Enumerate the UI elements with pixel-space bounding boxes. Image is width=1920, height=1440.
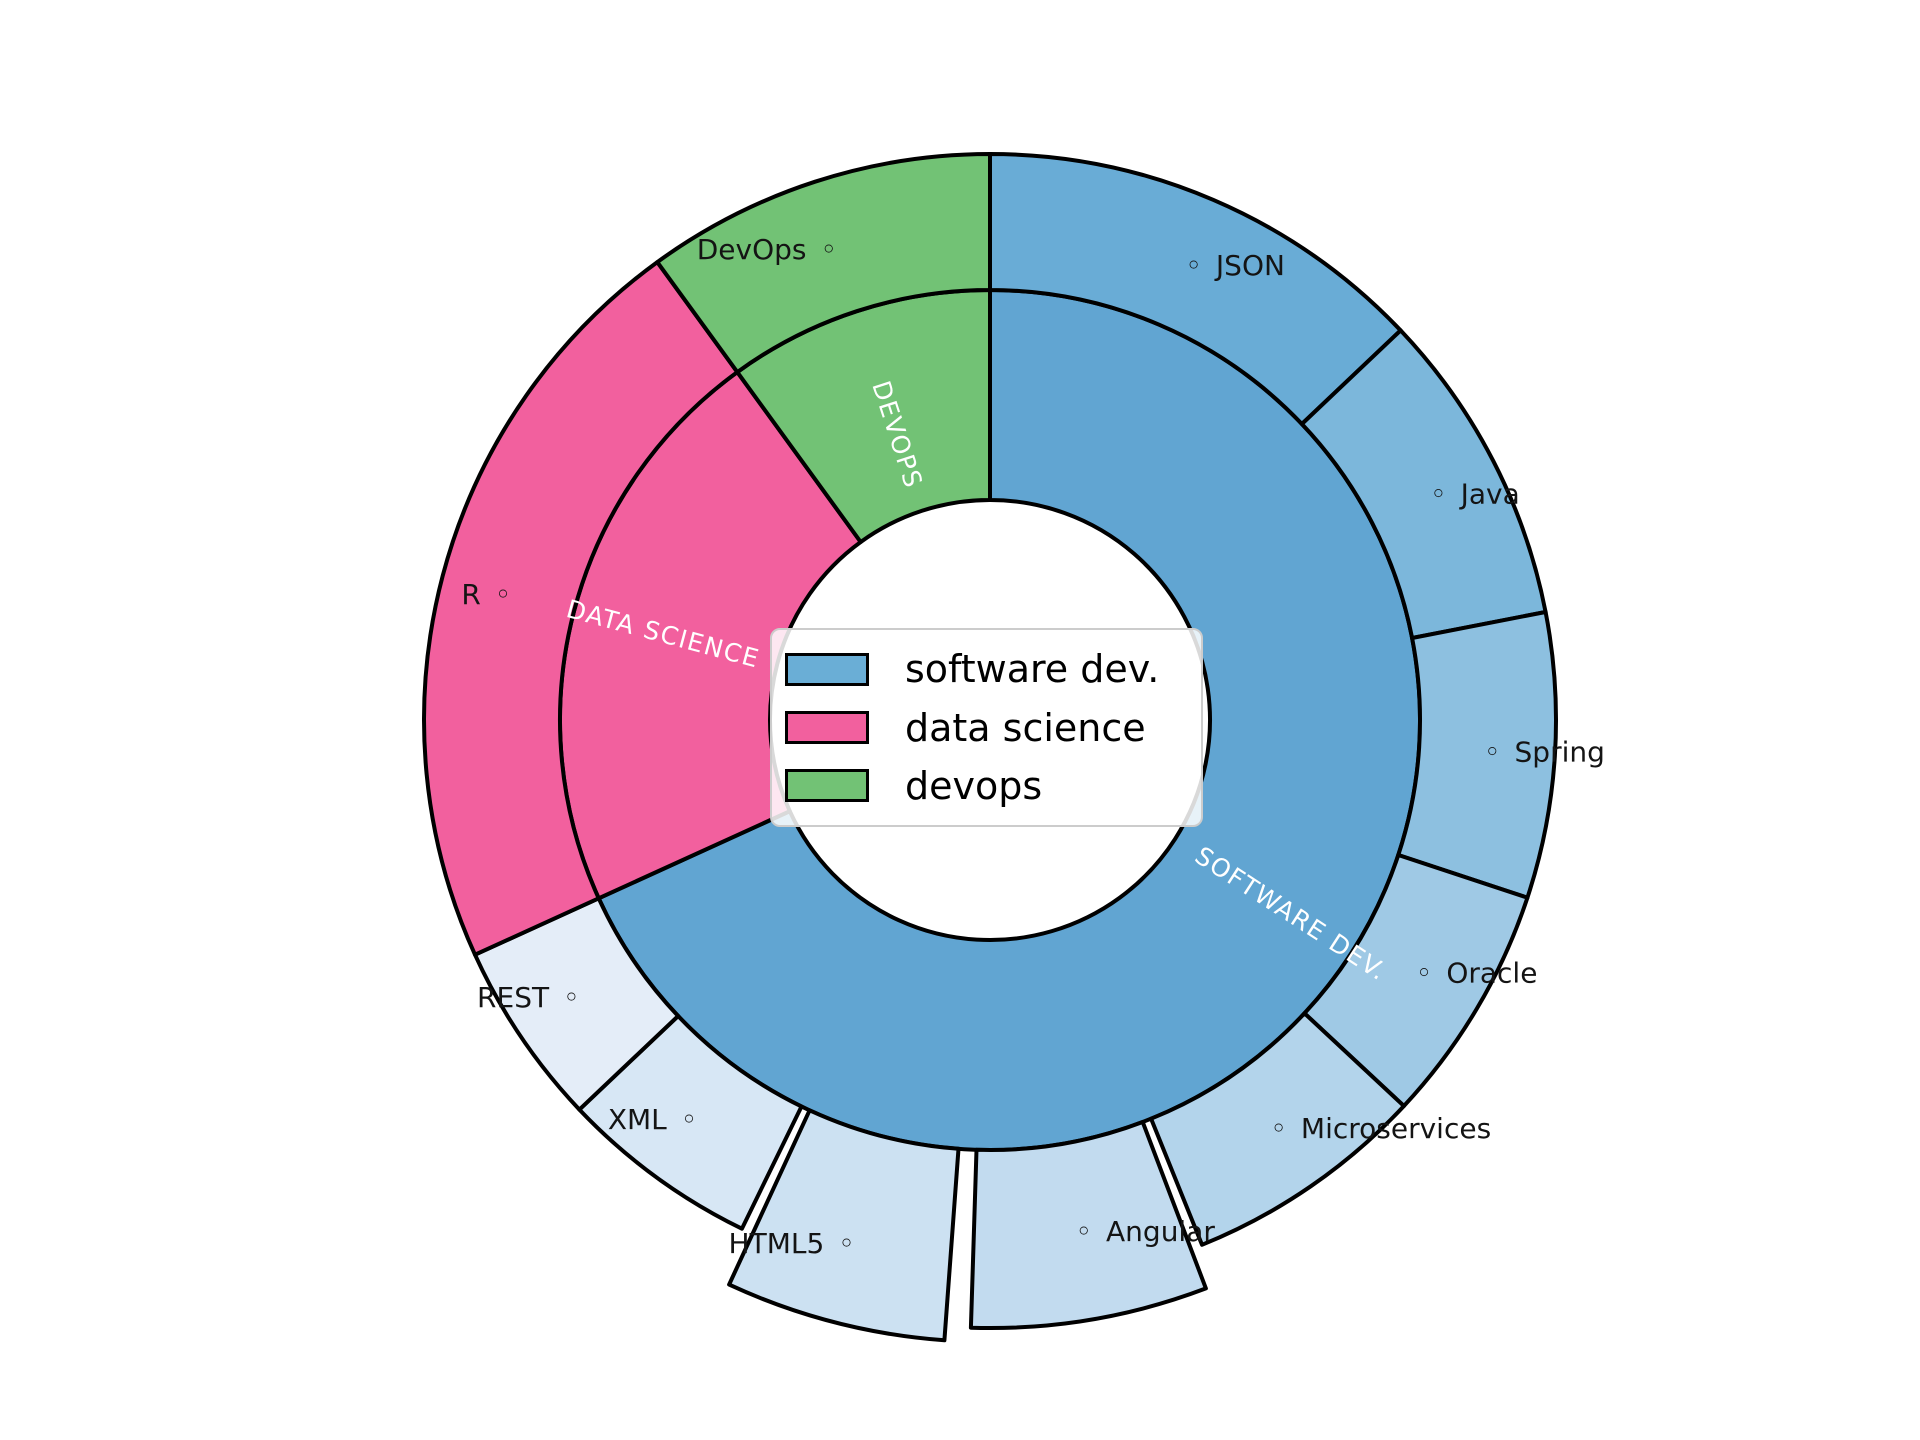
outer-wedge-label-spring: ◦Spring (1484, 735, 1605, 768)
legend-swatch-software-dev (785, 652, 869, 686)
legend-swatch-data-science (785, 711, 869, 744)
outer-wedge-label-oracle: ◦Oracle (1416, 956, 1538, 989)
outer-wedge-html5 (727, 1108, 961, 1343)
outer-wedge-label-r: R◦ (461, 578, 511, 611)
outer-wedge-devops (655, 152, 992, 375)
outer-wedge-label-json: ◦JSON (1185, 249, 1285, 282)
legend-row-devops: devops (785, 767, 1201, 805)
legend-swatch-devops (785, 769, 869, 803)
legend-label-data-science: data science (905, 705, 1146, 750)
outer-wedge-label-html5: HTML5◦ (729, 1226, 855, 1259)
outer-wedge-microservices (1149, 1011, 1406, 1247)
outer-wedge-angular (968, 1120, 1208, 1331)
outer-wedge-label-devops: DevOps◦ (697, 233, 837, 266)
legend-label-software-dev: software dev. (905, 647, 1160, 692)
legend: software dev. data science devops (770, 628, 1203, 827)
outer-wedge-label-xml: XML◦ (608, 1103, 697, 1136)
outer-wedge-label-microservices: ◦Microservices (1270, 1111, 1491, 1144)
legend-row-data-science: data science (785, 709, 1201, 747)
legend-label-devops: devops (905, 763, 1043, 808)
outer-wedge-label-rest: REST◦ (477, 980, 580, 1013)
outer-wedge-label-java: ◦Java (1430, 477, 1520, 510)
legend-row-software-dev: software dev. (785, 650, 1201, 688)
outer-wedge-label-angular: ◦Angular (1076, 1214, 1216, 1247)
outer-wedge-r (422, 260, 740, 957)
